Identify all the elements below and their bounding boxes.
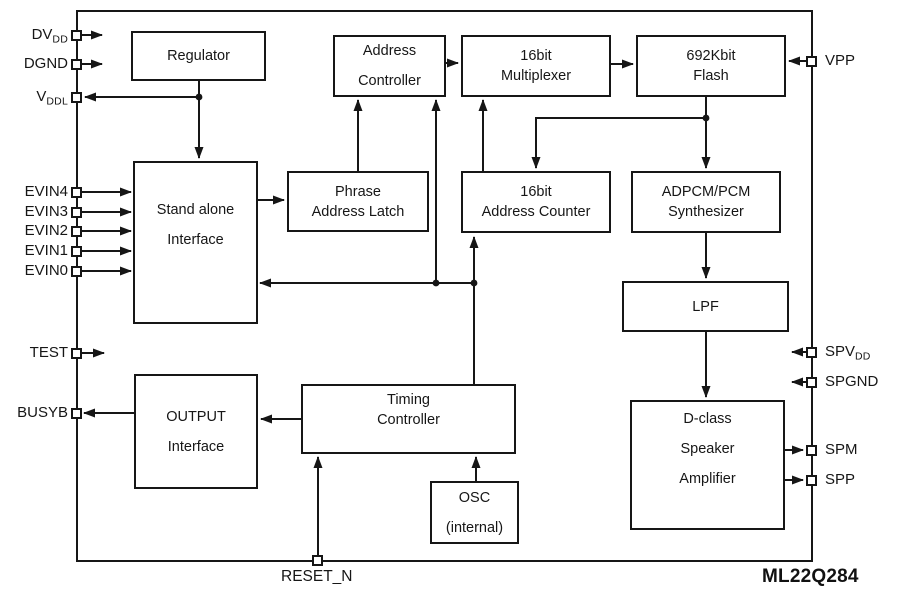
pin-square-busyb	[71, 408, 82, 419]
pin-label-vpp: VPP	[825, 52, 856, 69]
block-adpcm-pcm-synthesizer: ADPCM/PCM Synthesizer	[631, 171, 781, 233]
block-output-interface: OUTPUT Interface	[134, 374, 258, 489]
pin-square-evin3	[71, 207, 82, 218]
junction-dot	[432, 279, 440, 287]
junction-dot	[195, 93, 203, 101]
pin-square-resetn	[312, 555, 323, 566]
pin-label-resetn: RESET_N	[281, 568, 353, 585]
chip-outline	[76, 10, 813, 562]
pin-label-spp: SPP	[825, 471, 856, 488]
block-lpf: LPF	[622, 281, 789, 332]
block-16bit-address-counter: 16bit Address Counter	[461, 171, 611, 233]
pin-square-vddl	[71, 92, 82, 103]
pin-square-dgnd	[71, 59, 82, 70]
pin-label-vddl: VDDL	[36, 88, 68, 108]
block-692kbit-flash: 692Kbit Flash	[636, 35, 786, 97]
pin-label-evin2: EVIN2	[24, 222, 68, 239]
pin-label-evin4: EVIN4	[24, 183, 68, 200]
junction-dot	[702, 114, 710, 122]
pin-label-evin0: EVIN0	[24, 262, 68, 279]
pin-square-dvdd	[71, 30, 82, 41]
pin-square-evin2	[71, 226, 82, 237]
pin-label-spgnd: SPGND	[825, 373, 879, 390]
block-regulator: Regulator	[131, 31, 266, 81]
pin-label-spvdd: SPVDD	[825, 343, 871, 363]
pin-label-busyb: BUSYB	[17, 404, 68, 421]
block-standalone-interface: Stand alone Interface	[133, 161, 258, 324]
pin-square-evin0	[71, 266, 82, 277]
block-address-controller: Address Controller	[333, 35, 446, 97]
pin-square-evin1	[71, 246, 82, 257]
pin-label-dvdd: DVDD	[31, 26, 68, 46]
block-timing-controller: Timing Controller	[301, 384, 516, 454]
chip-part-number: ML22Q284	[762, 566, 859, 587]
pin-label-spm: SPM	[825, 441, 858, 458]
pin-label-test: TEST	[29, 344, 68, 361]
pin-label-evin3: EVIN3	[24, 203, 68, 220]
junction-dot	[470, 279, 478, 287]
block-osc-internal: OSC (internal)	[430, 481, 519, 544]
pin-square-vpp	[806, 56, 817, 67]
pin-label-dgnd: DGND	[23, 55, 68, 72]
wire-flash-to-counter	[531, 117, 706, 169]
block-dclass-speaker-amplifier: D-class Speaker Amplifier	[630, 400, 785, 530]
pin-square-evin4	[71, 187, 82, 198]
pin-label-evin1: EVIN1	[24, 242, 68, 259]
pin-square-spvdd	[806, 347, 817, 358]
pin-square-spgnd	[806, 377, 817, 388]
block-16bit-multiplexer: 16bit Multiplexer	[461, 35, 611, 97]
pin-square-spp	[806, 475, 817, 486]
pin-square-spm	[806, 445, 817, 456]
block-phrase-address-latch: Phrase Address Latch	[287, 171, 429, 232]
pin-square-test	[71, 348, 82, 359]
